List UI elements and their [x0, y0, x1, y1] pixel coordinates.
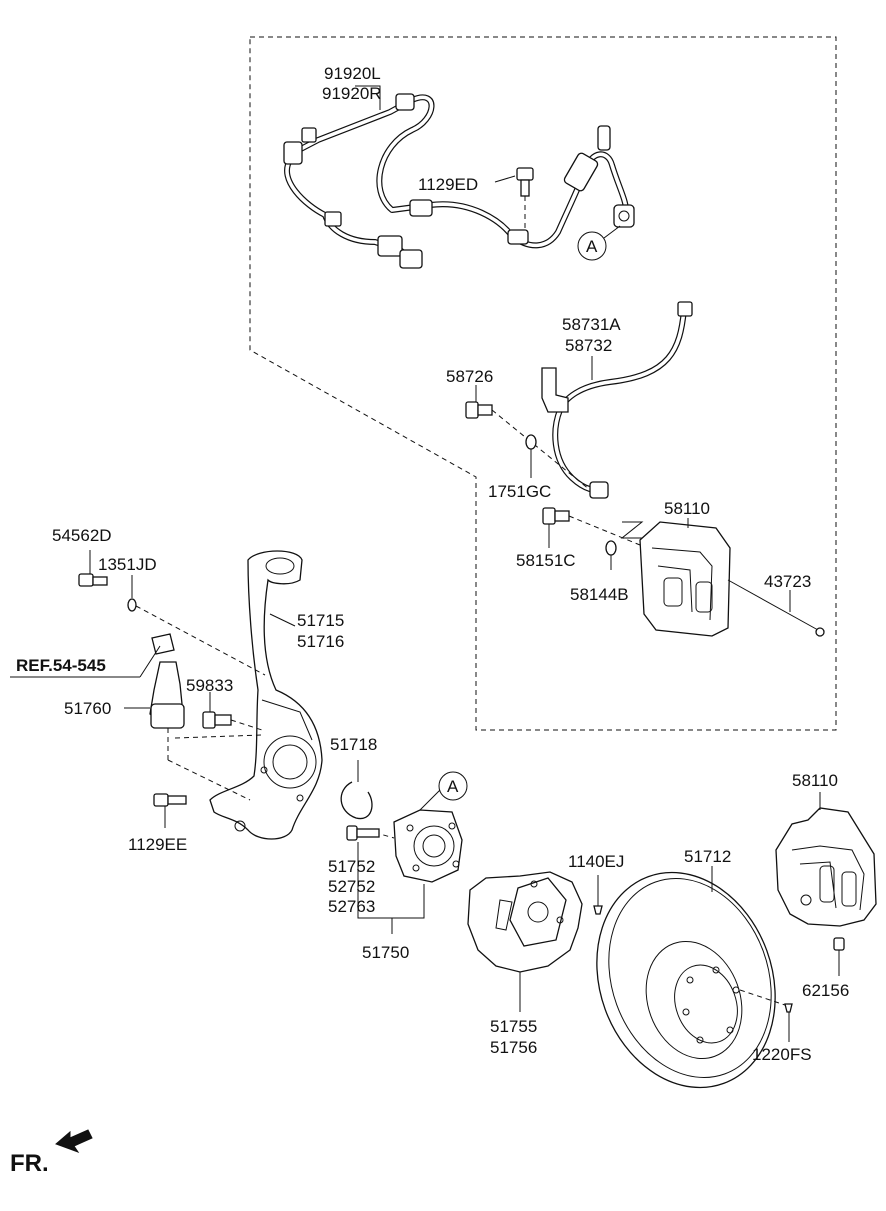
nut-1351JD-icon [127, 575, 266, 676]
dust-shield-icon [467, 871, 583, 1012]
label-52763: 52763 [328, 897, 375, 916]
label-51760: 51760 [64, 699, 111, 718]
label-1351JD: 1351JD [98, 555, 157, 574]
label-62156: 62156 [802, 981, 849, 1000]
bolt-1129ED-icon [516, 167, 534, 232]
brake-caliper-top-icon [620, 518, 731, 637]
label-52752: 52752 [328, 877, 375, 896]
label-51752: 51752 [328, 857, 375, 876]
reference-a-top-label: A [586, 237, 598, 256]
reference-a-hub: A [438, 771, 468, 801]
label-54562D: 54562D [52, 526, 112, 545]
brake-disc-icon [596, 866, 776, 1089]
washer-58144B-icon [605, 540, 617, 570]
screw-1140EJ-icon [593, 875, 603, 915]
label-91920L: 91920L [324, 64, 381, 83]
label-51715: 51715 [297, 611, 344, 630]
label-51716: 51716 [297, 632, 344, 651]
label-58731A: 58731A [562, 315, 621, 334]
label-1751GC: 1751GC [488, 482, 551, 501]
label-1129EE: 1129EE [128, 835, 187, 854]
washer-1751GC-icon [525, 434, 537, 478]
pin-43723-icon [727, 579, 825, 637]
label-1129ED: 1129ED [418, 175, 478, 194]
hub-bolt-51752-icon [346, 825, 380, 841]
label-91920R: 91920R [322, 84, 382, 103]
hub-bearing-51750-icon [365, 789, 463, 883]
reference-a-top: A [577, 225, 621, 261]
bolt-54562D-icon [78, 550, 108, 587]
label-58151C: 58151C [516, 551, 576, 570]
label-51712: 51712 [684, 847, 731, 866]
label-51756: 51756 [490, 1038, 537, 1057]
label-51755: 51755 [490, 1017, 537, 1036]
label-51750: 51750 [362, 943, 409, 962]
label-58110-right: 58110 [792, 771, 838, 790]
bolt-62156-icon [833, 937, 845, 976]
brake-hose [541, 301, 693, 499]
bolt-59833-icon [202, 692, 263, 731]
label-59833: 59833 [186, 676, 233, 695]
bolt-58151C-icon [542, 507, 641, 548]
label-43723: 43723 [764, 572, 811, 591]
bolt-58726-icon [465, 401, 591, 491]
front-direction-arrow-icon [55, 1129, 93, 1153]
group-frame [249, 36, 837, 731]
screw-1220FS-icon [739, 989, 793, 1042]
label-1140EJ: 1140EJ [568, 852, 624, 871]
label-1220FS: 1220FS [752, 1045, 812, 1064]
group-bracket-51750 [357, 842, 425, 919]
label-58726: 58726 [446, 367, 493, 386]
bolt-1129EE-icon [153, 793, 187, 828]
label-58144B: 58144B [570, 585, 629, 604]
ball-joint-51760-icon [124, 633, 263, 801]
label-51718: 51718 [330, 735, 377, 754]
wheel-speed-sensor-harness [283, 85, 635, 269]
steering-knuckle-icon [209, 550, 323, 840]
label-58732: 58732 [565, 336, 612, 355]
label-58110-top: 58110 [664, 499, 710, 518]
label-ref-54-545: REF.54-545 [16, 656, 106, 675]
label-fr: FR. [10, 1150, 49, 1177]
reference-a-hub-label: A [447, 777, 459, 796]
snap-ring-51718-icon [340, 760, 373, 820]
brake-caliper-right-icon [775, 792, 877, 927]
